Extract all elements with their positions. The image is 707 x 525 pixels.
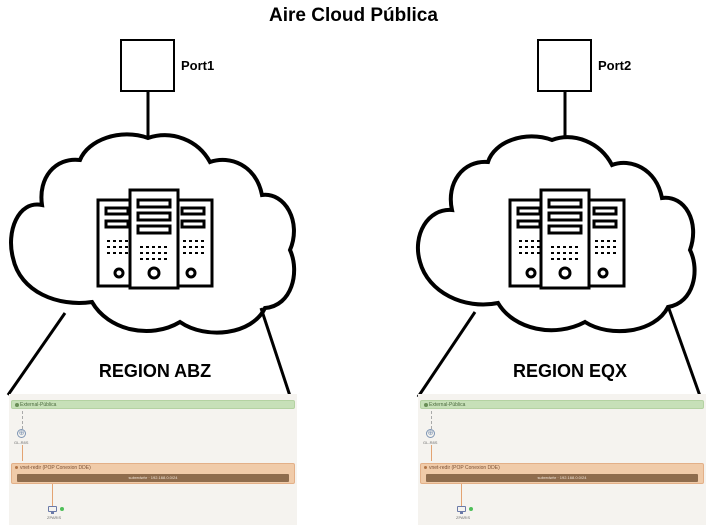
port1-label: Port1 (181, 58, 215, 73)
network-icon (424, 403, 428, 407)
subnet-bar[interactable]: subredwhr · 192.168.0.0/24 (426, 474, 698, 482)
region-abz-label: REGION ABZ (98, 361, 212, 381)
server-vents-icon (107, 240, 204, 260)
region-eqx-network-preview[interactable]: External-Pública ⊕ GL-R8S vnet-redir (PO… (418, 394, 706, 525)
monitor-stand-icon (460, 512, 463, 514)
router-label: GL-R8S (423, 440, 438, 445)
router-label: GL-R8S (14, 440, 29, 445)
region-eqx-right-link (666, 305, 702, 397)
status-indicator (469, 507, 473, 511)
port2-box[interactable] (537, 39, 592, 92)
external-network-label: External-Pública (20, 402, 57, 408)
external-network-label: External-Pública (429, 402, 466, 408)
vm-label: ZPARIS (47, 515, 62, 520)
router-vnet-link (431, 445, 432, 461)
external-network-bar[interactable]: External-Pública (420, 400, 704, 409)
port1-box[interactable] (120, 39, 175, 92)
status-indicator (60, 507, 64, 511)
router-uplink (22, 411, 23, 429)
region-abz-right-link (259, 307, 292, 397)
region-abz-left-link (6, 312, 67, 396)
region-eqx-left-link (416, 311, 477, 398)
vnet-icon (424, 466, 427, 469)
network-icon (15, 403, 19, 407)
vnet-box[interactable]: vnet-redir (POP Conexion DDE) subredwhr … (420, 463, 704, 484)
vnet-label: vnet-redir (POP Conexion DDE) (20, 465, 91, 471)
vnet-label: vnet-redir (POP Conexion DDE) (429, 465, 500, 471)
region-eqx-label: REGION EQX (512, 361, 628, 381)
vm-link (52, 484, 53, 506)
subnet-bar[interactable]: subredwhr · 192.168.0.0/24 (17, 474, 289, 482)
region-abz-network-preview[interactable]: External-Pública ⊕ GL-R8S vnet-redir (PO… (9, 394, 297, 525)
server-rack-icon (96, 188, 214, 290)
vm-label: ZPARIS (456, 515, 471, 520)
vnet-icon (15, 466, 18, 469)
router-icon[interactable]: ⊕ (426, 429, 435, 438)
external-network-bar[interactable]: External-Pública (11, 400, 295, 409)
region-abz-group (6, 39, 297, 397)
port2-label: Port2 (598, 58, 632, 73)
router-icon[interactable]: ⊕ (17, 429, 26, 438)
monitor-icon[interactable] (48, 506, 57, 512)
vnet-box[interactable]: vnet-redir (POP Conexion DDE) subredwhr … (11, 463, 295, 484)
monitor-icon[interactable] (457, 506, 466, 512)
vm-link (461, 484, 462, 506)
monitor-stand-icon (51, 512, 54, 514)
router-uplink (431, 411, 432, 429)
router-vnet-link (22, 445, 23, 461)
server-rack-icon (508, 188, 626, 290)
diagram-title: Aire Cloud Pública (269, 5, 438, 26)
region-eqx-group (415, 39, 702, 398)
server-vents-icon (519, 240, 616, 260)
